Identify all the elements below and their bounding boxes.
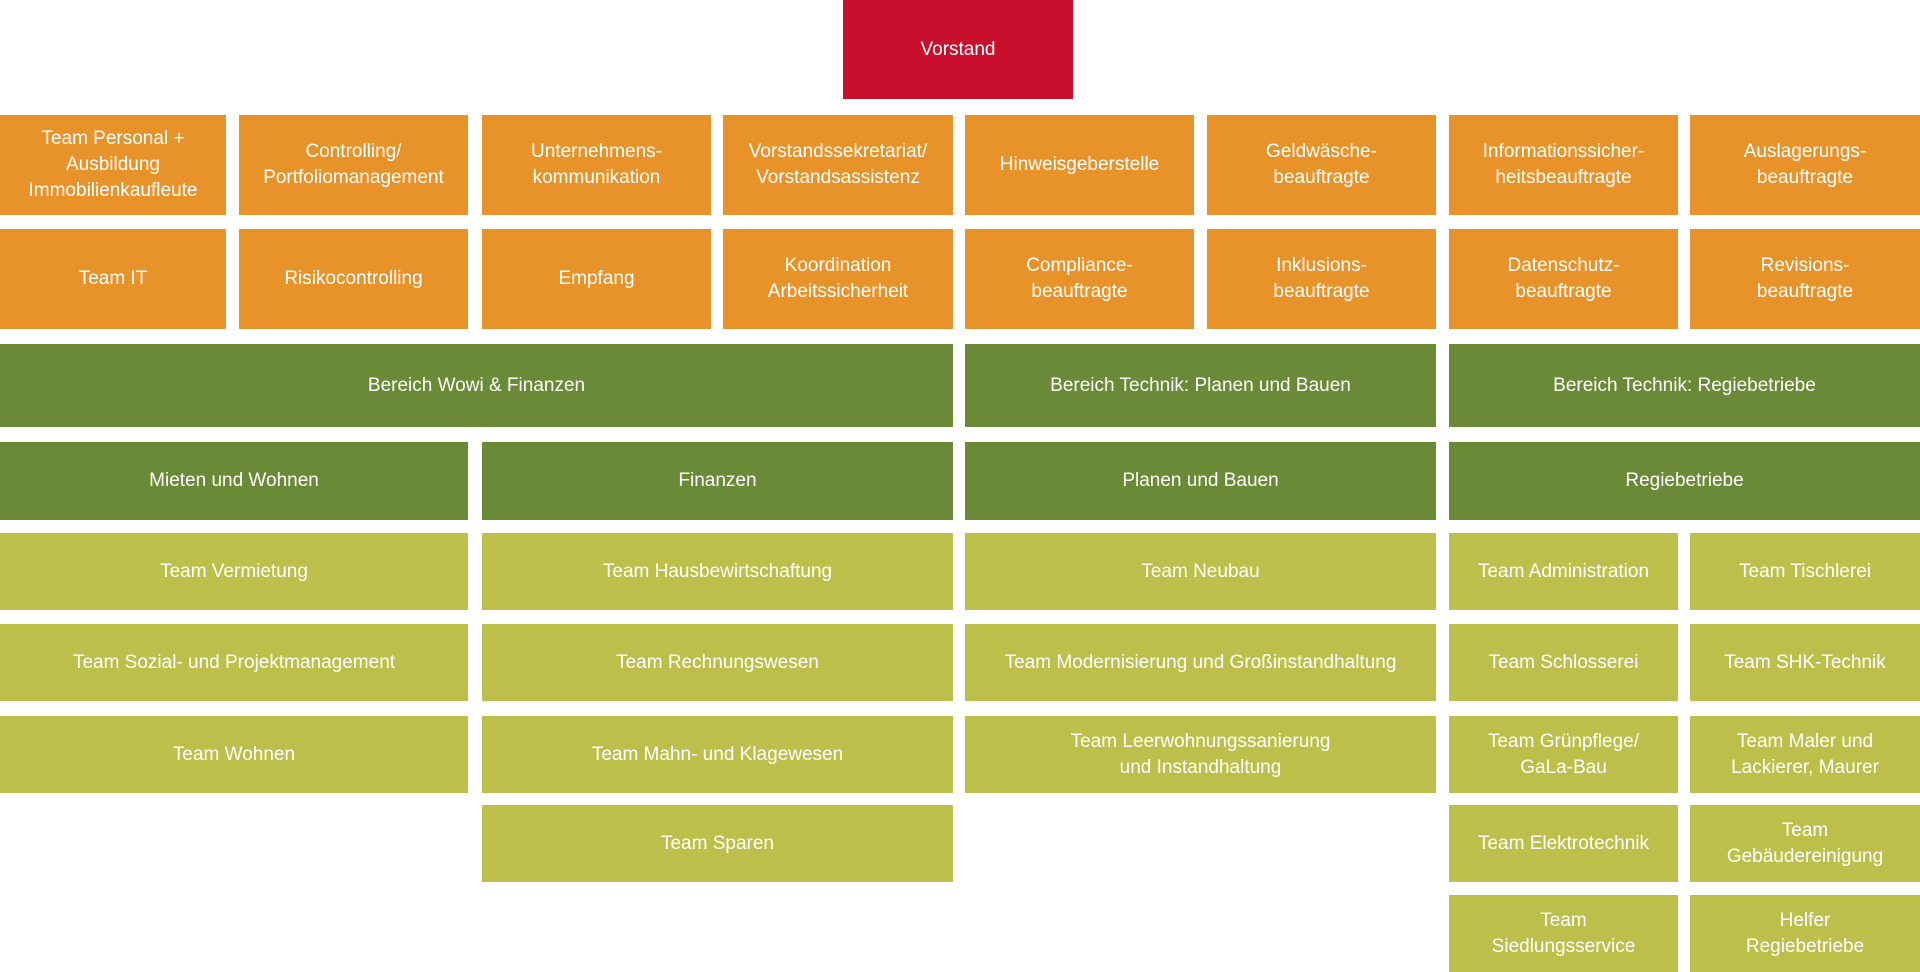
staff-label: Revisions- beauftragte bbox=[1756, 255, 1854, 302]
department-finanzen: Finanzen bbox=[482, 442, 953, 520]
team-label: Team Grünpflege/ GaLa-Bau bbox=[1487, 730, 1640, 778]
staff-label: Unternehmens- kommunikation bbox=[531, 141, 662, 188]
department-planen: Planen und Bauen bbox=[965, 442, 1436, 520]
team-box: Team Tischlerei bbox=[1690, 533, 1920, 610]
team-box: Team Schlosserei bbox=[1449, 624, 1678, 701]
team-box: Helfer Regiebetriebe bbox=[1690, 895, 1920, 972]
team-box: Team Modernisierung und Großinstandhaltu… bbox=[965, 624, 1436, 701]
staff-label: Empfang bbox=[558, 268, 635, 289]
staff-label: Team Personal + Ausbildung Immobilienkau… bbox=[28, 128, 198, 201]
team-label: Team Hausbewirtschaftung bbox=[602, 560, 833, 582]
team-box: Team Maler und Lackierer, Maurer bbox=[1690, 716, 1920, 793]
department-label: Mieten und Wohnen bbox=[149, 470, 319, 491]
staff-label: Controlling/ Portfoliomanagement bbox=[263, 141, 444, 188]
staff-box-revision: Revisions- beauftragte bbox=[1690, 229, 1920, 329]
team-box: Team Grünpflege/ GaLa-Bau bbox=[1449, 716, 1678, 793]
team-label: Team Leerwohnungssanierung und Instandha… bbox=[1070, 730, 1331, 778]
staff-box-infosicherheit: Informationssicher- heitsbeauftragte bbox=[1449, 115, 1678, 215]
team-label: Team Administration bbox=[1477, 560, 1650, 582]
team-box: Team Mahn- und Klagewesen bbox=[482, 716, 953, 793]
team-box: Team Neubau bbox=[965, 533, 1436, 610]
department-label: Finanzen bbox=[678, 470, 757, 491]
staff-label: Informationssicher- heitsbeauftragte bbox=[1482, 141, 1645, 188]
team-label: Team Siedlungsservice bbox=[1491, 909, 1636, 957]
team-label: Team Modernisierung und Großinstandhaltu… bbox=[1004, 651, 1397, 673]
area-label: Bereich Technik: Planen und Bauen bbox=[1050, 374, 1351, 396]
staff-box-empfang: Empfang bbox=[482, 229, 711, 329]
staff-box-arbeitssicherheit: Koordination Arbeitssicherheit bbox=[723, 229, 953, 329]
staff-box-auslagerung: Auslagerungs- beauftragte bbox=[1690, 115, 1920, 215]
team-label: Team Gebäudereinigung bbox=[1726, 819, 1884, 867]
staff-box-it: Team IT bbox=[0, 229, 226, 329]
team-box: Team Wohnen bbox=[0, 716, 468, 793]
team-box: Team Vermietung bbox=[0, 533, 468, 610]
team-label: Team Neubau bbox=[1141, 560, 1260, 582]
staff-label: Hinweisgeberstelle bbox=[999, 154, 1160, 175]
staff-label: Vorstandssekretariat/ Vorstandsassistenz bbox=[748, 141, 928, 188]
team-label: Team Sozial- und Projektmanagement bbox=[72, 651, 396, 673]
team-label: Team Schlosserei bbox=[1488, 651, 1639, 673]
staff-label: Risikocontrolling bbox=[284, 268, 423, 289]
team-label: Team Wohnen bbox=[172, 743, 296, 765]
team-label: Team Sparen bbox=[660, 832, 774, 854]
area-label: Bereich Wowi & Finanzen bbox=[367, 374, 586, 396]
staff-label: Datenschutz- beauftragte bbox=[1507, 255, 1620, 302]
staff-label: Compliance- beauftragte bbox=[1026, 255, 1133, 302]
team-label: Helfer Regiebetriebe bbox=[1745, 909, 1865, 957]
staff-box-geldwaesche: Geldwäsche- beauftragte bbox=[1207, 115, 1436, 215]
team-label: Team Vermietung bbox=[160, 560, 308, 582]
staff-label: Auslagerungs- beauftragte bbox=[1743, 141, 1867, 188]
staff-box-sekretariat: Vorstandssekretariat/ Vorstandsassistenz bbox=[723, 115, 953, 215]
team-label: Team Rechnungswesen bbox=[616, 651, 819, 673]
board-label: Vorstand bbox=[920, 38, 996, 60]
team-label: Team SHK-Technik bbox=[1724, 651, 1886, 673]
team-label: Team Tischlerei bbox=[1739, 560, 1871, 582]
staff-box-hinweisgeber: Hinweisgeberstelle bbox=[965, 115, 1194, 215]
staff-box-inklusion: Inklusions- beauftragte bbox=[1207, 229, 1436, 329]
staff-box-datenschutz: Datenschutz- beauftragte bbox=[1449, 229, 1678, 329]
area-label: Bereich Technik: Regiebetriebe bbox=[1553, 374, 1816, 396]
area-technik-regie: Bereich Technik: Regiebetriebe bbox=[1449, 344, 1920, 427]
board-box: Vorstand bbox=[843, 0, 1073, 99]
staff-label: Inklusions- beauftragte bbox=[1273, 255, 1370, 302]
team-label: Team Elektrotechnik bbox=[1477, 832, 1650, 854]
team-box: Team Hausbewirtschaftung bbox=[482, 533, 953, 610]
staff-box-compliance: Compliance- beauftragte bbox=[965, 229, 1194, 329]
staff-label: Koordination Arbeitssicherheit bbox=[767, 255, 909, 302]
department-label: Planen und Bauen bbox=[1122, 470, 1279, 491]
team-box: Team Siedlungsservice bbox=[1449, 895, 1678, 972]
team-box: Team Administration bbox=[1449, 533, 1678, 610]
staff-box-risikocontrolling: Risikocontrolling bbox=[239, 229, 468, 329]
department-mieten: Mieten und Wohnen bbox=[0, 442, 468, 520]
staff-box-controlling: Controlling/ Portfoliomanagement bbox=[239, 115, 468, 215]
team-label: Team Maler und Lackierer, Maurer bbox=[1731, 730, 1879, 778]
staff-label: Team IT bbox=[78, 268, 148, 289]
team-box: Team SHK-Technik bbox=[1690, 624, 1920, 701]
staff-box-kommunikation: Unternehmens- kommunikation bbox=[482, 115, 711, 215]
area-wowi-finanzen: Bereich Wowi & Finanzen bbox=[0, 344, 953, 427]
team-box: Team Leerwohnungssanierung und Instandha… bbox=[965, 716, 1436, 793]
team-box: Team Sparen bbox=[482, 805, 953, 882]
team-box: Team Sozial- und Projektmanagement bbox=[0, 624, 468, 701]
team-box: Team Rechnungswesen bbox=[482, 624, 953, 701]
team-box: Team Elektrotechnik bbox=[1449, 805, 1678, 882]
staff-box-personal: Team Personal + Ausbildung Immobilienkau… bbox=[0, 115, 226, 215]
area-technik-planen: Bereich Technik: Planen und Bauen bbox=[965, 344, 1436, 427]
staff-label: Geldwäsche- beauftragte bbox=[1266, 141, 1377, 188]
department-label: Regiebetriebe bbox=[1625, 470, 1744, 491]
team-label: Team Mahn- und Klagewesen bbox=[591, 743, 844, 765]
department-regie: Regiebetriebe bbox=[1449, 442, 1920, 520]
team-box: Team Gebäudereinigung bbox=[1690, 805, 1920, 882]
